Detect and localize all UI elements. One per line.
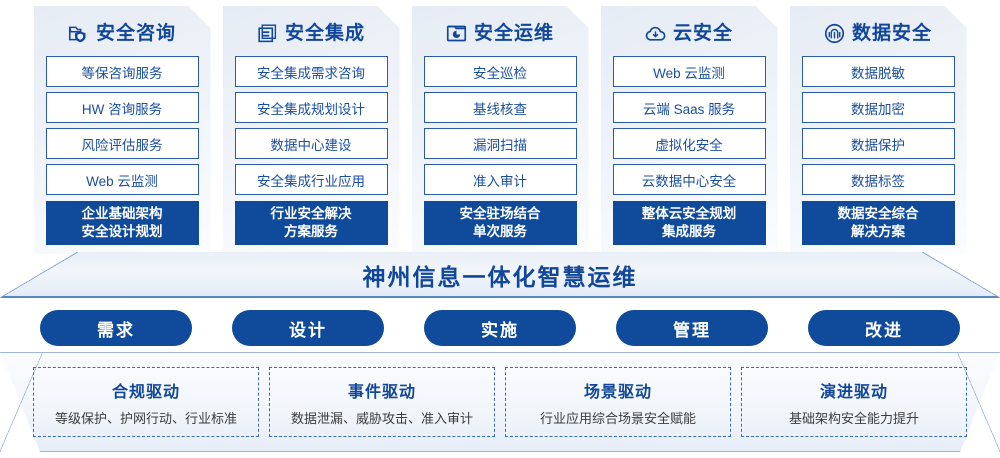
lifecycle-stages: 需求 设计 实施 管理 改进	[0, 310, 1000, 346]
cloud-download-icon	[645, 23, 666, 44]
card-solution[interactable]: 整体云安全规划 集成服务	[613, 201, 766, 245]
card-item[interactable]: 安全集成需求咨询	[235, 56, 388, 87]
solution-line: 整体云安全规划	[641, 205, 737, 221]
card-header: 云安全	[613, 16, 766, 50]
card-title: 数据安全	[851, 22, 932, 44]
stacked-layers-icon	[257, 23, 278, 44]
card-item[interactable]: 虚拟化安全	[613, 128, 766, 159]
driver-title: 演进驱动	[819, 383, 888, 401]
solution-line: 数据安全综合	[837, 205, 919, 221]
card-item[interactable]: 云数据中心安全	[613, 164, 766, 195]
card-item[interactable]: 等保咨询服务	[46, 56, 199, 87]
card-item[interactable]: 数据标签	[802, 164, 955, 195]
solution-line: 方案服务	[284, 224, 338, 239]
card-title: 云安全	[672, 22, 733, 44]
card-title: 安全集成	[284, 22, 365, 44]
card-security-integration[interactable]: 安全集成 安全集成需求咨询 安全集成规划设计 数据中心建设 安全集成行业应用 行…	[223, 6, 400, 254]
drivers-row: 合规驱动 等级保护、护网行动、行业标准 事件驱动 数据泄漏、威胁攻击、准入审计 …	[0, 352, 1000, 452]
stage-pill-improvement[interactable]: 改进	[808, 310, 960, 346]
card-cloud-security[interactable]: 云安全 Web 云监测 云端 Saas 服务 虚拟化安全 云数据中心安全 整体云…	[601, 6, 778, 254]
banner-edge-right	[922, 252, 1000, 298]
card-data-security[interactable]: 数据安全 数据脱敏 数据加密 数据保护 数据标签 数据安全综合 解决方案	[790, 6, 967, 254]
solution-line: 安全设计规划	[81, 224, 163, 239]
card-security-operations[interactable]: 安全运维 安全巡检 基线核查 漏洞扫描 准入审计 安全驻场结合 单次服务	[412, 6, 589, 254]
stage-pill-requirements[interactable]: 需求	[40, 310, 192, 346]
solution-line: 企业基础架构	[81, 205, 163, 221]
card-item[interactable]: 基线核查	[424, 92, 577, 123]
card-header: 安全运维	[424, 16, 577, 50]
driver-title: 合规驱动	[111, 383, 180, 401]
card-header: 安全咨询	[46, 16, 199, 50]
card-security-consulting[interactable]: 安全咨询 等保咨询服务 HW 咨询服务 风险评估服务 Web 云监测 企业基础架…	[34, 6, 211, 254]
card-item[interactable]: 风险评估服务	[46, 128, 199, 159]
card-item[interactable]: 准入审计	[424, 164, 577, 195]
solution-line: 行业安全解决	[270, 205, 352, 221]
capability-cards: 安全咨询 等保咨询服务 HW 咨询服务 风险评估服务 Web 云监测 企业基础架…	[0, 6, 1000, 254]
card-title: 安全运维	[473, 22, 554, 44]
card-item[interactable]: 安全巡检	[424, 56, 577, 87]
card-item[interactable]: 安全集成行业应用	[235, 164, 388, 195]
folder-shield-icon	[68, 23, 89, 44]
driver-incident[interactable]: 事件驱动 数据泄漏、威胁攻击、准入审计	[269, 367, 495, 437]
driver-evolution[interactable]: 演进驱动 基础架构安全能力提升	[741, 367, 967, 437]
card-item[interactable]: 数据保护	[802, 128, 955, 159]
card-item[interactable]: 数据中心建设	[235, 128, 388, 159]
card-header: 数据安全	[802, 16, 955, 50]
monitor-chart-icon	[446, 23, 467, 44]
driver-compliance[interactable]: 合规驱动 等级保护、护网行动、行业标准	[33, 367, 259, 437]
driver-subtitle: 等级保护、护网行动、行业标准	[54, 410, 237, 426]
banner-shape	[0, 252, 1000, 298]
card-header: 安全集成	[235, 16, 388, 50]
card-item[interactable]: 漏洞扫描	[424, 128, 577, 159]
card-item[interactable]: 数据加密	[802, 92, 955, 123]
driver-subtitle: 数据泄漏、威胁攻击、准入审计	[290, 410, 473, 426]
card-solution[interactable]: 企业基础架构 安全设计规划	[46, 201, 199, 245]
driver-subtitle: 行业应用综合场景安全赋能	[539, 410, 696, 426]
card-item[interactable]: 云端 Saas 服务	[613, 92, 766, 123]
fingerprint-icon	[824, 23, 845, 44]
driver-title: 事件驱动	[347, 383, 416, 401]
drivers-section: 合规驱动 等级保护、护网行动、行业标准 事件驱动 数据泄漏、威胁攻击、准入审计 …	[0, 352, 1000, 452]
driver-subtitle: 基础架构安全能力提升	[788, 410, 919, 426]
drivers-edge-left	[0, 352, 43, 452]
card-solution[interactable]: 行业安全解决 方案服务	[235, 201, 388, 245]
card-solution[interactable]: 安全驻场结合 单次服务	[424, 201, 577, 245]
card-solution[interactable]: 数据安全综合 解决方案	[802, 201, 955, 245]
platform-banner: 神州信息一体化智慧运维	[0, 252, 1000, 298]
card-item[interactable]: Web 云监测	[613, 56, 766, 87]
card-item[interactable]: Web 云监测	[46, 164, 199, 195]
driver-scenario[interactable]: 场景驱动 行业应用综合场景安全赋能	[505, 367, 731, 437]
card-title: 安全咨询	[95, 22, 176, 44]
driver-title: 场景驱动	[583, 383, 652, 401]
card-item[interactable]: 安全集成规划设计	[235, 92, 388, 123]
solution-line: 集成服务	[662, 224, 716, 239]
stage-pill-management[interactable]: 管理	[616, 310, 768, 346]
drivers-edge-right	[957, 352, 1000, 452]
banner-edge-left	[0, 252, 78, 298]
solution-line: 安全驻场结合	[459, 205, 541, 221]
solution-line: 单次服务	[473, 224, 527, 239]
solution-line: 解决方案	[851, 224, 905, 239]
banner-title: 神州信息一体化智慧运维	[362, 264, 638, 290]
card-item[interactable]: HW 咨询服务	[46, 92, 199, 123]
stage-pill-implementation[interactable]: 实施	[424, 310, 576, 346]
stage-pill-design[interactable]: 设计	[232, 310, 384, 346]
drivers-shape	[0, 352, 1000, 452]
card-item[interactable]: 数据脱敏	[802, 56, 955, 87]
